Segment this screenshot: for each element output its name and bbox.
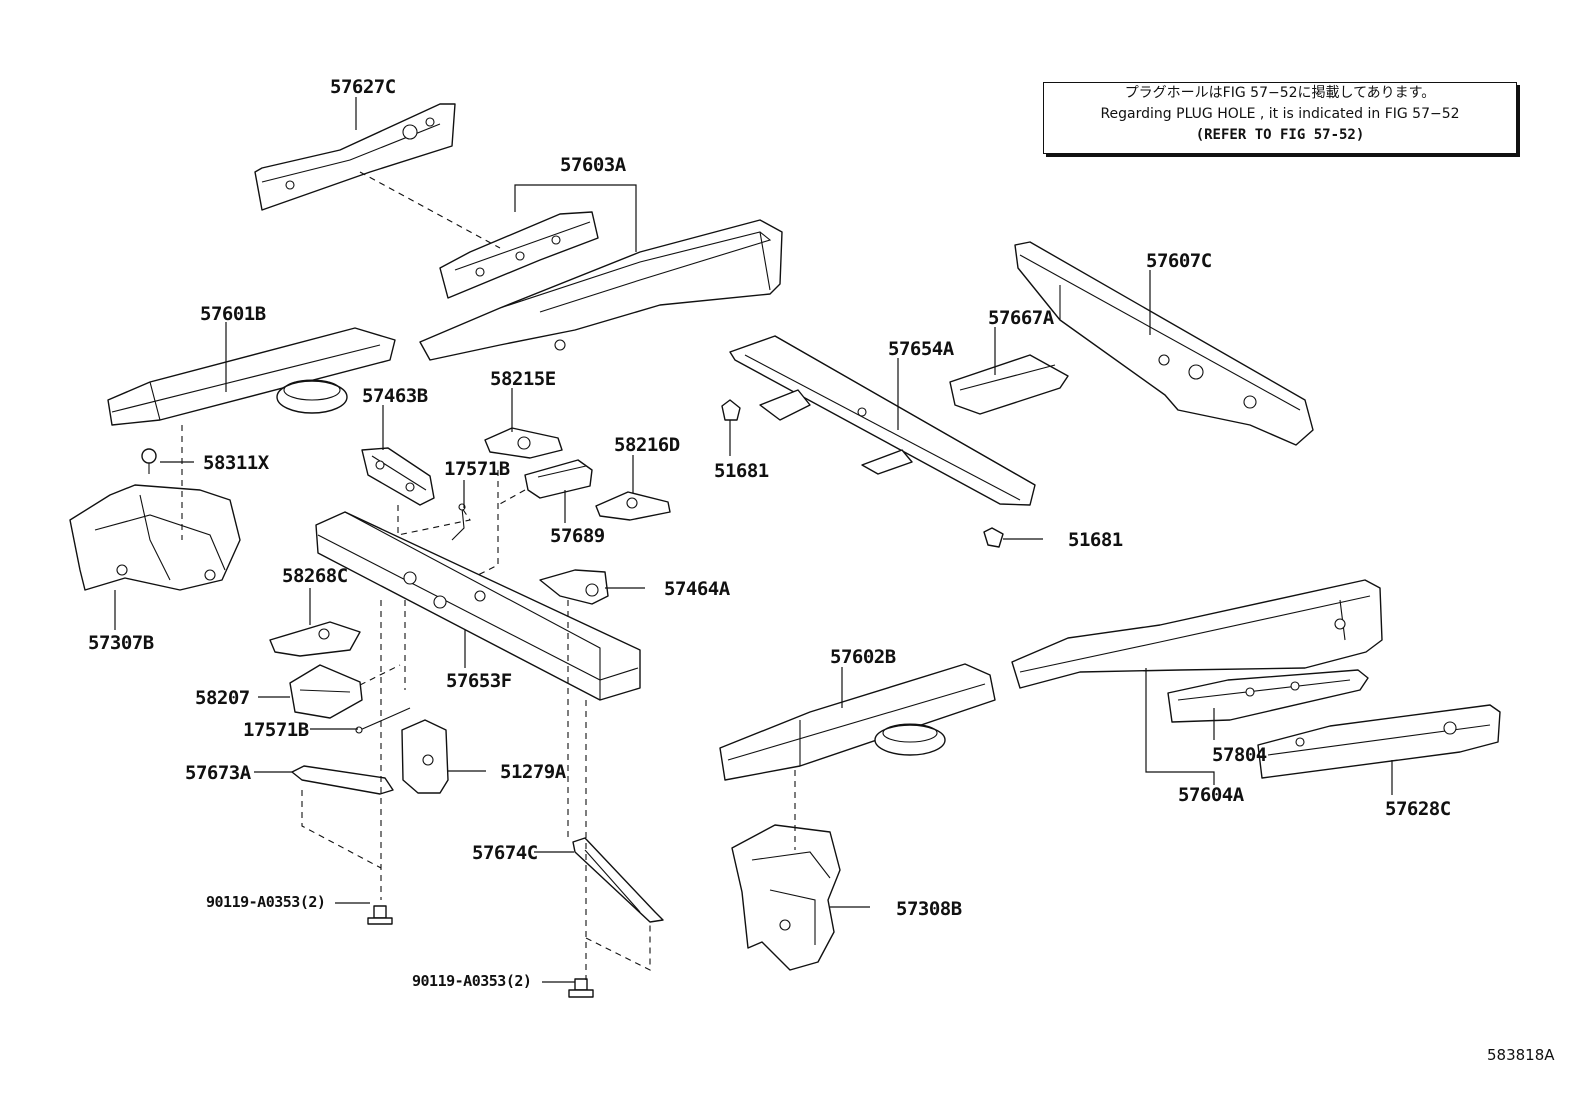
label-90119-bottom[interactable]: 90119-A0353(2) xyxy=(412,972,532,990)
label-17571B-top[interactable]: 17571B xyxy=(444,458,510,480)
label-57464A[interactable]: 57464A xyxy=(664,578,730,600)
figure-id: 583818A xyxy=(1487,1046,1555,1064)
part-90119-bottom xyxy=(568,978,594,998)
part-58216D xyxy=(595,491,671,521)
label-57674C[interactable]: 57674C xyxy=(472,842,538,864)
note-japanese-text: プラグホールはFIG 57−52に掲載してあります。 xyxy=(1124,85,1436,101)
part-57602B xyxy=(719,663,996,781)
label-57607C[interactable]: 57607C xyxy=(1146,250,1212,272)
part-57674C xyxy=(572,837,664,923)
label-51681-left[interactable]: 51681 xyxy=(714,460,769,482)
part-58311X xyxy=(141,448,157,474)
label-17571B-bottom[interactable]: 17571B xyxy=(243,719,309,741)
label-90119-left[interactable]: 90119-A0353(2) xyxy=(206,893,326,911)
label-57628C[interactable]: 57628C xyxy=(1385,798,1451,820)
part-57673A xyxy=(291,765,394,795)
label-57689[interactable]: 57689 xyxy=(550,525,605,547)
part-57628C xyxy=(1257,704,1501,779)
label-57804[interactable]: 57804 xyxy=(1212,744,1267,766)
part-57607C xyxy=(1014,241,1314,446)
label-57601B[interactable]: 57601B xyxy=(200,303,266,325)
part-51681-left xyxy=(721,399,741,421)
part-57654A xyxy=(729,335,1036,506)
label-57627C[interactable]: 57627C xyxy=(330,76,396,98)
part-57689 xyxy=(524,459,593,499)
part-57463B xyxy=(361,447,435,506)
part-51279A xyxy=(401,719,449,794)
part-57308B xyxy=(731,824,841,971)
label-57602B[interactable]: 57602B xyxy=(830,646,896,668)
part-90119-left xyxy=(367,905,393,925)
part-57667A xyxy=(949,354,1069,415)
leader-lines xyxy=(114,97,1393,983)
part-57627C xyxy=(254,103,456,211)
label-51681-right[interactable]: 51681 xyxy=(1068,529,1123,551)
part-57653F xyxy=(315,511,641,701)
label-57673A[interactable]: 57673A xyxy=(185,762,251,784)
label-57463B[interactable]: 57463B xyxy=(362,385,428,407)
part-58268C xyxy=(269,621,361,657)
part-57804 xyxy=(1167,669,1369,723)
label-58207[interactable]: 58207 xyxy=(195,687,250,709)
label-57653F[interactable]: 57653F xyxy=(446,670,512,692)
reference-note-box: プラグホールはFIG 57−52に掲載してあります。 Regarding PLU… xyxy=(1043,82,1517,154)
part-17571B-bottom xyxy=(355,707,411,734)
label-57654A[interactable]: 57654A xyxy=(888,338,954,360)
label-58216D[interactable]: 58216D xyxy=(614,434,680,456)
label-57308B[interactable]: 57308B xyxy=(896,898,962,920)
part-58207 xyxy=(289,664,363,719)
label-57667A[interactable]: 57667A xyxy=(988,307,1054,329)
label-57603A[interactable]: 57603A xyxy=(560,154,626,176)
part-58215E xyxy=(484,427,563,459)
part-51681-right xyxy=(983,527,1004,548)
part-57604A xyxy=(1011,579,1383,689)
label-57604A[interactable]: 57604A xyxy=(1178,784,1244,806)
label-58215E[interactable]: 58215E xyxy=(490,368,556,390)
note-reference-text: (REFER TO FIG 57-52) xyxy=(1195,127,1365,143)
part-57603A xyxy=(419,211,783,361)
note-english-text: Regarding PLUG HOLE , it is indicated in… xyxy=(1100,106,1460,122)
label-51279A[interactable]: 51279A xyxy=(500,761,566,783)
part-57464A xyxy=(539,569,609,605)
part-57601B xyxy=(107,327,396,426)
label-57307B[interactable]: 57307B xyxy=(88,632,154,654)
dashed-alignment-lines xyxy=(181,171,796,980)
label-58268C[interactable]: 58268C xyxy=(282,565,348,587)
part-57307B xyxy=(69,484,241,591)
label-58311X[interactable]: 58311X xyxy=(203,452,269,474)
